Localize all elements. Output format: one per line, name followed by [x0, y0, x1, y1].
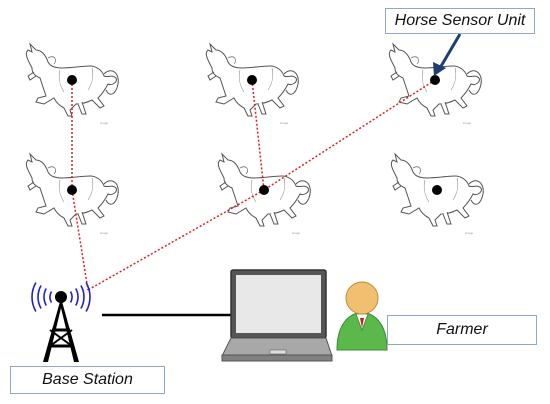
farmer-icon — [336, 281, 388, 351]
radio-wave-right — [85, 282, 91, 312]
farmer-label: Farmer — [387, 315, 537, 345]
horse-sensor-unit-label: Horse Sensor Unit — [385, 8, 535, 34]
base-station-label: Base Station — [10, 366, 165, 394]
link-r1c3-r2c2 — [263, 79, 436, 191]
sensor-dot — [67, 185, 77, 195]
radio-links — [71, 79, 436, 291]
laptop-icon — [221, 269, 333, 362]
link-r1c2-r2c2 — [251, 79, 265, 191]
sensor-dots — [67, 75, 442, 195]
radio-wave-left — [31, 282, 37, 312]
radio-tower-icon — [31, 282, 91, 362]
pointer-arrow-icon — [433, 33, 462, 76]
sensor-dot — [430, 75, 440, 85]
radio-wave-left — [43, 288, 47, 306]
sensor-dot — [432, 185, 442, 195]
radio-wave-right — [80, 285, 85, 309]
radio-wave-right — [69, 291, 73, 303]
radio-wave-right — [75, 288, 79, 306]
link-r2c2-base — [87, 189, 265, 291]
radio-wave-left — [49, 291, 53, 303]
sensor-dot — [259, 185, 269, 195]
radio-wave-left — [37, 285, 42, 309]
sensor-dot — [247, 75, 257, 85]
link-r2c1-base — [71, 189, 89, 291]
sensor-dot — [67, 75, 77, 85]
